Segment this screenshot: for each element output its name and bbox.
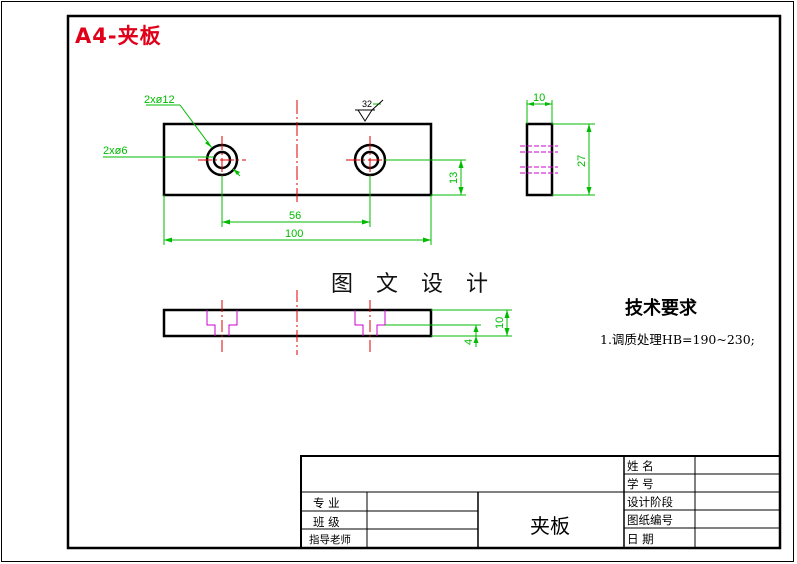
bottom-dimensions [385,309,512,347]
sheet-title: A4-夹板 [75,24,162,48]
front-dim-arrows [164,141,464,243]
roughness-value: 32 [362,99,372,109]
side-dim-arrows [527,102,592,195]
bottom-view [162,290,512,355]
overall-length-dim: 100 [285,228,303,240]
side-view [520,100,595,197]
label-design-stage: 设计阶段 [627,495,673,509]
roughness-symbol [355,99,384,122]
counterbore-depth-dim: 4 [463,339,475,345]
part-name: 夹板 [530,514,570,538]
label-major: 专 业 [313,496,340,510]
side-hidden-lines [520,145,558,174]
front-dimensions [103,103,466,245]
watermark-text: 图 文 设 计 [331,272,496,297]
bottom-dim-arrows [473,310,510,343]
bottom-centerlines [221,290,371,355]
technical-requirements-title: 技术要求 [625,298,697,319]
label-class: 班 级 [313,515,340,529]
label-student-id: 学 号 [627,477,654,491]
hole-small-callout: 2xø6 [103,145,127,157]
label-name: 姓 名 [627,459,654,473]
label-advisor: 指导老师 [309,534,351,546]
label-date: 日 期 [627,532,654,546]
label-drawing-number: 图纸编号 [627,513,673,527]
title-block-grid [300,455,781,549]
front-view [103,99,466,245]
side-width-dim: 10 [533,92,545,104]
technical-requirement-item: 1.调质处理HB=190~230; [600,332,755,347]
side-height-dim: 27 [576,155,588,167]
side-dimensions [526,100,595,196]
bottom-hidden-lines [206,310,386,336]
hole-large-callout: 2xø12 [144,94,175,106]
side-view-outline [525,122,554,197]
bottom-thickness-dim: 10 [494,317,506,329]
hole-offset-dim: 13 [448,172,460,184]
hole-spacing-dim: 56 [289,210,301,222]
